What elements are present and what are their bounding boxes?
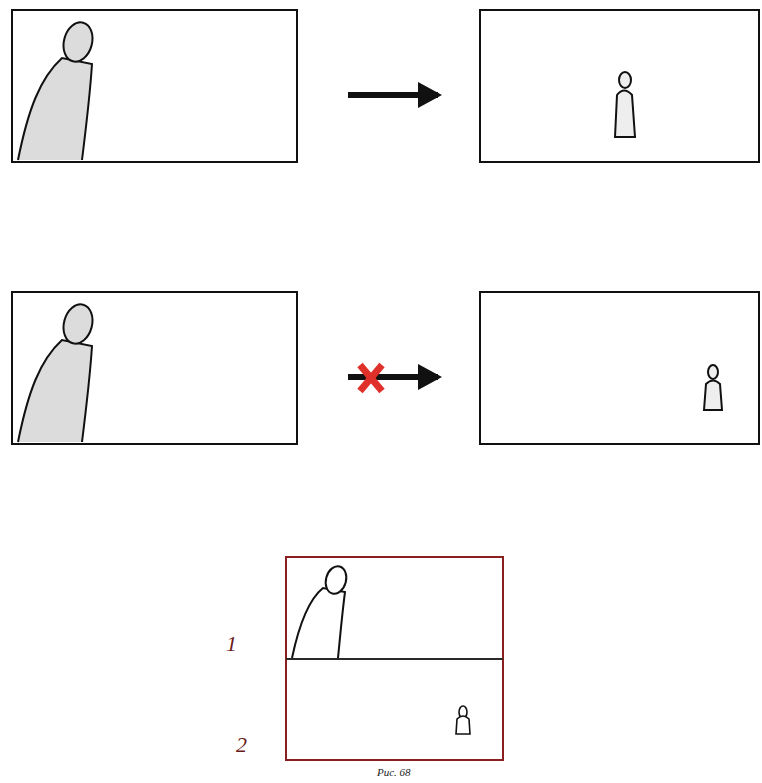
callout-number: 2 — [236, 734, 247, 756]
figure-head — [619, 72, 631, 88]
divider — [286, 658, 503, 660]
figure-head — [708, 365, 718, 379]
frame — [12, 10, 297, 162]
figure — [456, 716, 470, 734]
figure — [704, 381, 722, 411]
figure — [18, 58, 92, 160]
cross-mark — [360, 365, 382, 391]
frame — [286, 557, 503, 760]
figure — [615, 91, 635, 138]
figure-head — [59, 301, 96, 347]
arrow-head — [418, 364, 442, 390]
figure-head — [59, 19, 96, 65]
callout-number: 1 — [226, 633, 237, 655]
figure — [18, 340, 92, 442]
cross-mark — [360, 365, 382, 391]
figure — [292, 588, 345, 658]
frame — [480, 292, 759, 444]
figure-head — [323, 564, 350, 596]
figure-caption: Рис. 68 — [377, 767, 411, 778]
frame — [12, 292, 297, 444]
arrow-head — [418, 82, 442, 108]
frame — [480, 10, 759, 162]
